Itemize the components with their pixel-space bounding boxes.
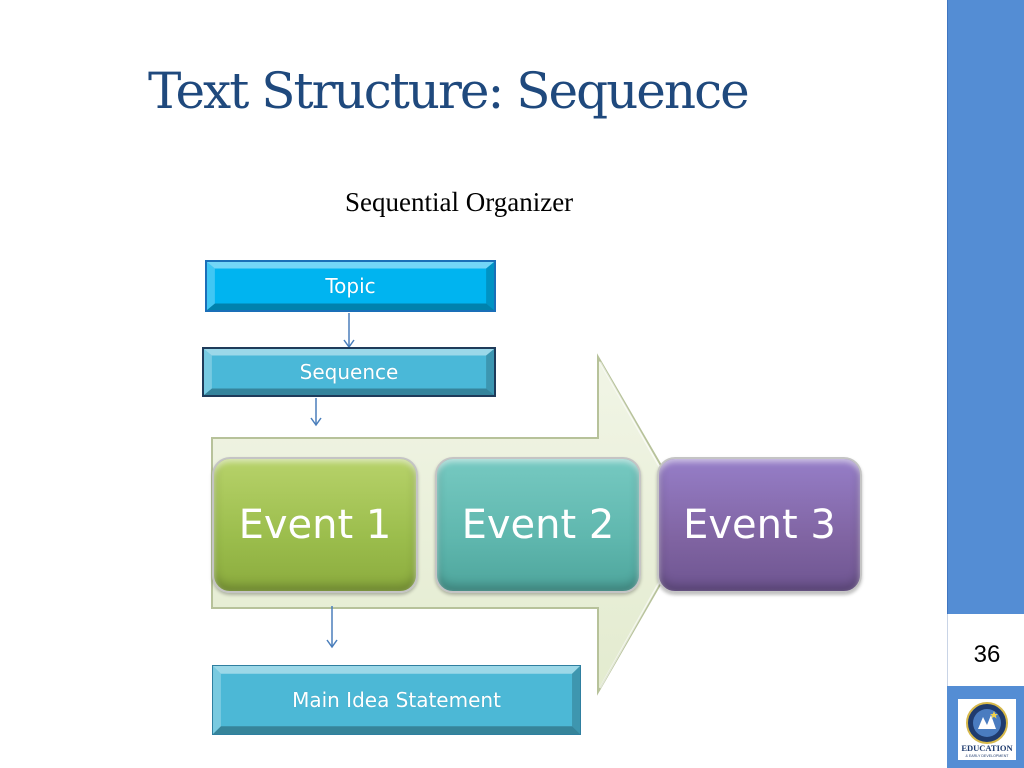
arrow-events-to-main-idea	[326, 606, 338, 649]
page-number-area	[947, 614, 1024, 686]
topic-box: Topic	[205, 260, 496, 312]
event-2-box: Event 2	[435, 457, 641, 593]
event-1-label: Event 1	[238, 502, 392, 548]
event-3-box: Event 3	[657, 457, 862, 593]
sequence-box: Sequence	[202, 347, 496, 397]
main-idea-box: Main Idea Statement	[212, 665, 581, 735]
arrow-topic-to-sequence	[343, 313, 355, 349]
arrow-sequence-to-events	[310, 398, 322, 427]
logo-text-line1: EDUCATION	[961, 743, 1013, 753]
page-number: 36	[973, 641, 1001, 668]
event-3-label: Event 3	[683, 502, 836, 548]
education-logo-icon: EDUCATION & EARLY DEVELOPMENT	[958, 699, 1016, 760]
slide-title: Text Structure: Sequence	[148, 62, 750, 120]
sequence-label: Sequence	[299, 360, 399, 384]
event-2-label: Event 2	[461, 502, 615, 548]
logo-text-line2: & EARLY DEVELOPMENT	[965, 754, 1009, 758]
slide-subtitle: Sequential Organizer	[345, 187, 574, 217]
main-idea-label: Main Idea Statement	[292, 688, 501, 712]
sidebar-decoration	[947, 0, 1024, 614]
topic-label: Topic	[325, 274, 376, 298]
event-1-box: Event 1	[212, 457, 418, 593]
